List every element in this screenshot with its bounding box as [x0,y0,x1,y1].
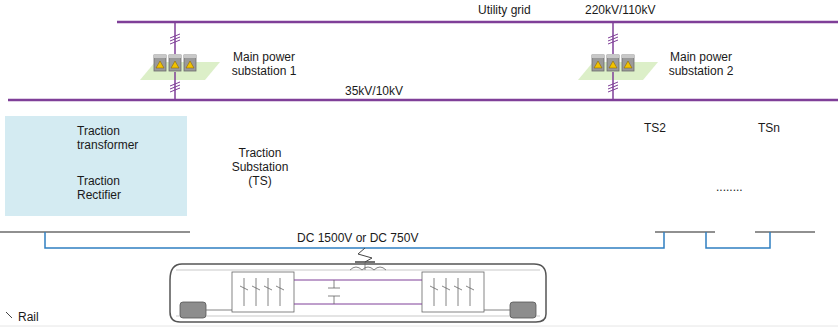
bus-label: Utility grid [478,3,531,17]
voltage-label: 220kV/110kV [585,3,656,17]
substation-label: Main power substation 2 [655,50,747,78]
substation-label: Main power substation 1 [218,50,310,78]
ellipsis-mark: ........ [716,180,743,194]
component-label: Traction Rectifier [77,174,159,202]
substation-label: Traction Substation (TS) [220,146,300,188]
substation-label: TSn [758,121,780,135]
traction-substation-box: Traction transformerTraction Rectifier [5,116,187,216]
voltage-label: DC 1500V or DC 750V [297,231,418,245]
train [170,248,546,322]
component-label: Traction transformer [77,124,159,152]
voltage-label: 35kV/10kV [345,84,403,98]
substation-label: TS2 [644,121,666,135]
part-label: Rail [18,310,39,324]
